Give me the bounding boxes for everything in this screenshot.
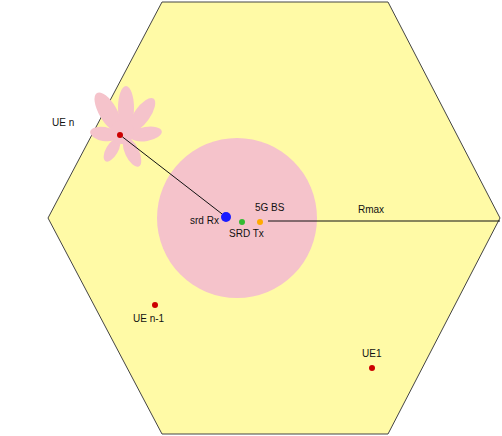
dot (369, 365, 375, 371)
dot (221, 212, 231, 222)
dot (257, 219, 263, 225)
node-dot (239, 219, 245, 225)
srd-receiver: srd Rx (221, 212, 231, 222)
radius-line (268, 221, 500, 222)
dot (152, 302, 158, 308)
coverage-circle (157, 138, 317, 298)
user-equipment: UE n (117, 132, 123, 138)
node-label: srd Rx (190, 215, 219, 227)
base-station: 5G BS (257, 219, 263, 225)
antenna-pattern (89, 86, 163, 169)
node-dot (152, 302, 158, 308)
dot (239, 219, 245, 225)
node-dot (257, 219, 263, 225)
node-dot (221, 212, 231, 222)
node-label: 5G BS (255, 202, 284, 214)
node-label: UE n (52, 117, 74, 129)
user-equipment: UE n-1 (152, 302, 158, 308)
dimension-label: Rmax (358, 204, 384, 216)
node-dot (369, 365, 375, 371)
hexagon-cell (48, 2, 500, 434)
node-label: SRD Tx (229, 228, 264, 240)
node-label: UE n-1 (133, 313, 164, 325)
dot (117, 132, 123, 138)
link-line (122, 137, 222, 214)
node-dot (117, 132, 123, 138)
node-label: UE1 (362, 348, 381, 360)
user-equipment: UE1 (369, 365, 375, 371)
srd-transmitter: SRD Tx (239, 219, 245, 225)
